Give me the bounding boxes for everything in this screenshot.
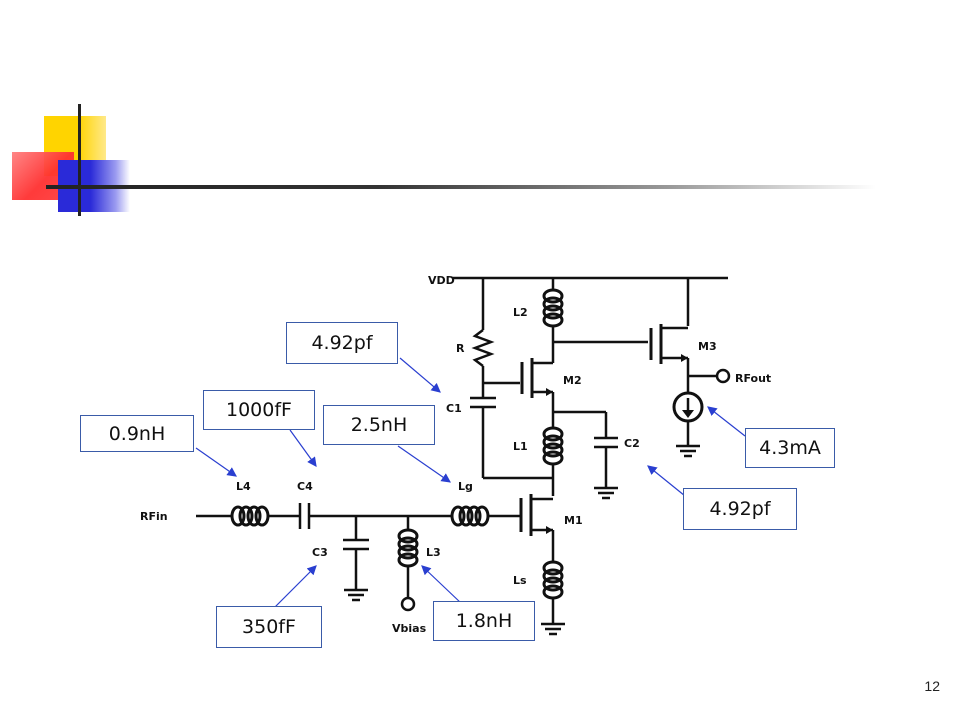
decor-title-rule bbox=[46, 185, 876, 189]
label-l3: L3 bbox=[426, 546, 441, 559]
label-r: R bbox=[456, 342, 465, 355]
label-rf-in: RFin bbox=[140, 510, 168, 523]
label-c1: C1 bbox=[446, 402, 462, 415]
page-number: 12 bbox=[924, 678, 940, 694]
annotation-arrows bbox=[195, 357, 746, 615]
label-vdd: VDD bbox=[428, 274, 455, 287]
decor-vertical-line bbox=[78, 104, 81, 216]
ground-current-source bbox=[674, 444, 702, 458]
arrow-l3 bbox=[421, 565, 463, 605]
label-m2: M2 bbox=[563, 374, 582, 387]
callout-lg-value: 2.5nH bbox=[323, 405, 435, 445]
label-m1: M1 bbox=[564, 514, 583, 527]
arrow-l4 bbox=[195, 447, 237, 477]
ground-ls bbox=[539, 622, 567, 636]
label-l1: L1 bbox=[513, 440, 528, 453]
ground-c2 bbox=[592, 486, 620, 500]
label-c2: C2 bbox=[624, 437, 640, 450]
label-l4: L4 bbox=[236, 480, 251, 493]
label-c3: C3 bbox=[312, 546, 328, 559]
label-lg: Lg bbox=[458, 480, 473, 493]
label-rf-out: RFout bbox=[735, 372, 771, 385]
callout-c3-value: 350fF bbox=[216, 606, 322, 648]
callout-l4-value: 0.9nH bbox=[80, 415, 194, 452]
label-vbias: Vbias bbox=[392, 622, 427, 635]
label-l2: L2 bbox=[513, 306, 528, 319]
vbias-terminal bbox=[400, 596, 416, 612]
inductor-l1 bbox=[542, 426, 564, 466]
callout-c1-value: 4.92pf bbox=[286, 322, 398, 364]
arrow-lg bbox=[397, 445, 451, 483]
callout-current-value: 4.3mA bbox=[745, 428, 835, 468]
ground-c3 bbox=[342, 588, 370, 602]
inductor-ls bbox=[542, 560, 564, 600]
rf-out-terminal bbox=[715, 368, 731, 384]
circuit-wires bbox=[196, 276, 728, 624]
callout-c4-value: 1000fF bbox=[203, 390, 315, 430]
inductor-l2 bbox=[542, 288, 564, 328]
inductor-lg bbox=[450, 505, 490, 527]
callout-l3-value: 1.8nH bbox=[433, 601, 535, 641]
current-source bbox=[672, 391, 704, 423]
arrow-current bbox=[707, 406, 746, 437]
inductor-l4 bbox=[230, 505, 270, 527]
arrow-c4 bbox=[289, 429, 317, 467]
label-c4: C4 bbox=[297, 480, 313, 493]
label-ls: Ls bbox=[513, 574, 527, 587]
label-m3: M3 bbox=[698, 340, 717, 353]
inductor-l3 bbox=[397, 528, 419, 568]
arrow-c1 bbox=[399, 357, 441, 393]
callout-c2-value: 4.92pf bbox=[683, 488, 797, 530]
